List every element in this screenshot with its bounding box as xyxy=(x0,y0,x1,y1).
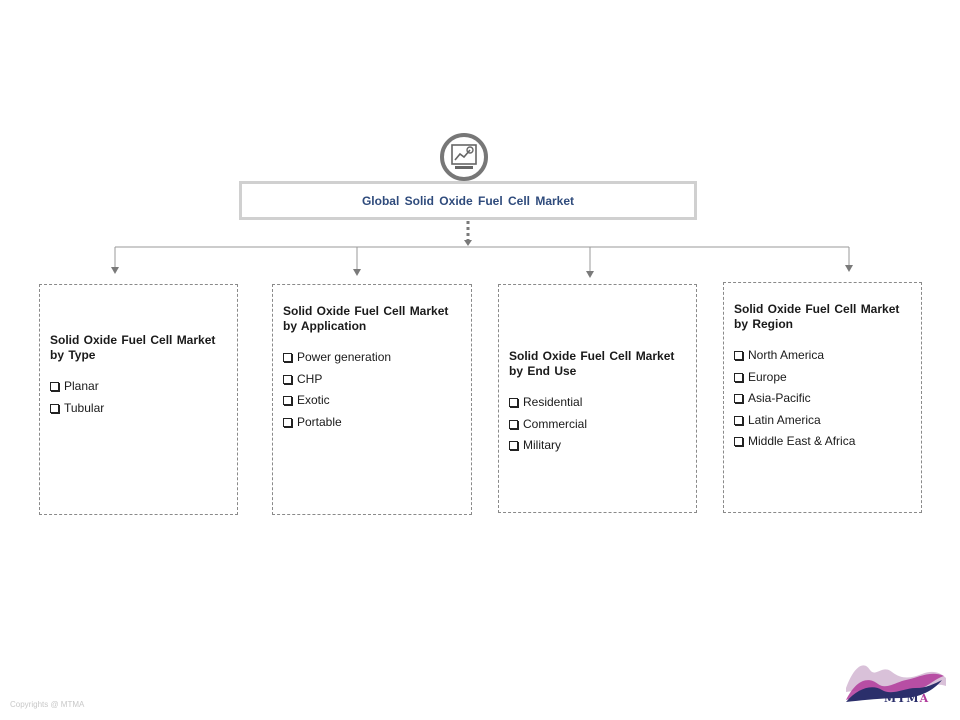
checkbox-bullet-icon xyxy=(734,394,743,404)
list-item: Portable xyxy=(283,415,461,430)
checkbox-bullet-icon xyxy=(509,398,518,407)
segment-title: Solid Oxide Fuel Cell Market by End Use xyxy=(509,349,675,378)
checkbox-bullet-icon xyxy=(50,403,59,413)
list-item: Middle East & Africa xyxy=(734,434,911,449)
checkbox-bullet-icon xyxy=(283,417,292,427)
checkbox-bullet-icon xyxy=(283,353,292,362)
list-item: Asia-Pacific xyxy=(734,391,911,406)
mtma-logo xyxy=(846,665,946,702)
segment-title: Solid Oxide Fuel Cell Market by Type xyxy=(50,333,216,362)
segment-title: Solid Oxide Fuel Cell Market by Region xyxy=(734,302,900,331)
list-item: North America xyxy=(734,348,911,363)
segment-application-box: Solid Oxide Fuel Cell Market by Applicat… xyxy=(272,284,472,515)
list-item: CHP xyxy=(283,372,461,387)
list-item: Military xyxy=(509,438,686,453)
checkbox-bullet-icon xyxy=(283,396,292,406)
segment-list: Power generation CHP Exotic Portable xyxy=(283,350,461,430)
checkbox-bullet-icon xyxy=(734,437,743,447)
list-item: Residential xyxy=(509,395,686,410)
checkbox-bullet-icon xyxy=(283,374,292,384)
checkbox-bullet-icon xyxy=(509,441,518,451)
segment-title: Solid Oxide Fuel Cell Market by Applicat… xyxy=(283,304,449,333)
segment-region-box: Solid Oxide Fuel Cell Market by Region N… xyxy=(723,282,922,513)
checkbox-bullet-icon xyxy=(734,351,743,360)
market-chart-icon xyxy=(440,133,488,181)
list-item: Tubular xyxy=(50,401,227,416)
checkbox-bullet-icon xyxy=(734,415,743,425)
list-item: Commercial xyxy=(509,417,686,432)
list-item: Exotic xyxy=(283,393,461,408)
segment-type-box: Solid Oxide Fuel Cell Market by Type Pla… xyxy=(39,284,238,515)
segment-end-use-box: Solid Oxide Fuel Cell Market by End Use … xyxy=(498,284,697,513)
list-item: Planar xyxy=(50,379,227,394)
logo-text: MTMA xyxy=(884,692,930,705)
list-item: Latin America xyxy=(734,413,911,428)
root-title: Global Solid Oxide Fuel Cell Market xyxy=(361,193,575,208)
copyright-text: Copyrights @ MTMA xyxy=(10,700,85,709)
segment-list: Planar Tubular xyxy=(50,379,227,416)
segment-list: Residential Commercial Military xyxy=(509,395,686,453)
list-item: Europe xyxy=(734,370,911,385)
segment-list: North America Europe Asia-Pacific Latin … xyxy=(734,348,911,449)
checkbox-bullet-icon xyxy=(50,382,59,391)
checkbox-bullet-icon xyxy=(734,372,743,382)
list-item: Power generation xyxy=(283,350,461,365)
checkbox-bullet-icon xyxy=(509,419,518,429)
root-node: Global Solid Oxide Fuel Cell Market xyxy=(239,181,697,220)
